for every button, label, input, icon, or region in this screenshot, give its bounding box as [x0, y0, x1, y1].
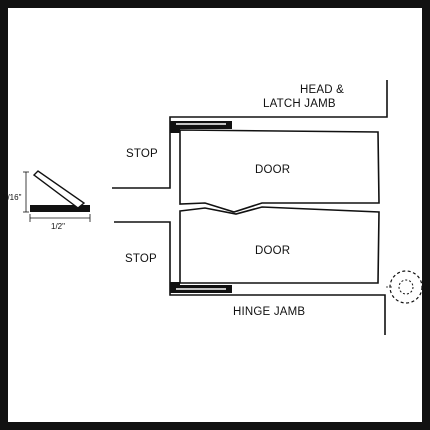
- weatherstrip-bottom: [170, 282, 232, 293]
- weatherstrip-profile: 5/16" 1/2": [3, 170, 91, 231]
- door-top-outline: [179, 129, 380, 213]
- door-label-top: DOOR: [255, 164, 290, 176]
- hinge-detail: [386, 270, 423, 304]
- door-label-bottom: DOOR: [255, 245, 290, 257]
- doors: [179, 129, 380, 284]
- profile-flap: [32, 170, 86, 209]
- head-latch-jamb-label-line2: LATCH JAMB: [263, 98, 336, 110]
- top-stop-jamb-line: [112, 80, 388, 189]
- profile-base: [30, 205, 90, 212]
- jamb-outline: [112, 80, 388, 335]
- hinge-callout-circle: [389, 270, 423, 304]
- hinge-pin-circle: [398, 279, 414, 295]
- hinge-jamb-label: HINGE JAMB: [233, 306, 305, 318]
- bottom-stop-jamb-line: [114, 221, 386, 335]
- door-bottom-outline: [179, 206, 380, 284]
- head-latch-jamb-label-line1: HEAD &: [300, 84, 344, 96]
- installed-weatherstrips: [170, 121, 232, 293]
- height-dim-label: 5/16": [3, 193, 22, 202]
- stop-label-bottom: STOP: [125, 253, 157, 265]
- stop-label-top: STOP: [126, 148, 158, 160]
- width-dim-label: 1/2": [51, 222, 65, 231]
